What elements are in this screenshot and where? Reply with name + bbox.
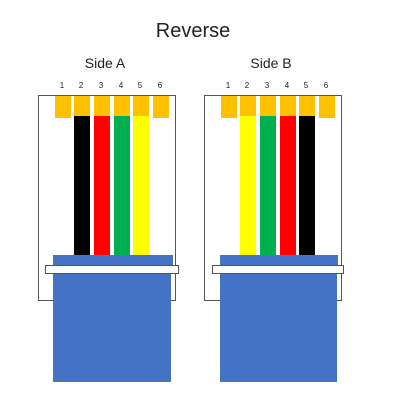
side-a-wire — [94, 116, 110, 257]
side-a-contact-2 — [74, 96, 90, 118]
side-a-wire — [133, 116, 149, 257]
side-b-wire — [260, 116, 276, 257]
side-b-cable-jacket — [220, 274, 337, 382]
side-b-pin-number: 4 — [284, 81, 290, 90]
side-b-contact-3 — [260, 96, 276, 118]
side-b-pin-number: 2 — [244, 81, 250, 90]
side-b-label: Side B — [250, 55, 292, 71]
side-a-pin-number: 4 — [118, 81, 124, 90]
side-b-contact-4 — [280, 96, 296, 118]
side-b-pin-number: 1 — [225, 81, 231, 90]
side-b-crimp-bar — [212, 265, 344, 274]
side-a-contact-5 — [133, 96, 149, 118]
side-a-contact-1 — [55, 96, 71, 118]
diagram-title: Reverse — [155, 20, 231, 42]
side-b-wire — [299, 116, 315, 257]
side-b-cable-jacket-top — [220, 255, 338, 267]
side-b-pin-number: 6 — [323, 81, 329, 90]
side-a-contact-4 — [114, 96, 130, 118]
side-a-cable-jacket — [53, 274, 171, 382]
side-b-wire — [280, 116, 296, 257]
side-b-pin-number: 3 — [264, 81, 270, 90]
side-b-wire — [240, 116, 256, 257]
side-a-pin-number: 1 — [59, 81, 65, 90]
side-b-contact-1 — [221, 96, 237, 118]
side-a-contact-6 — [153, 96, 169, 118]
side-a-pin-number: 5 — [137, 81, 143, 90]
side-b-contact-6 — [319, 96, 335, 118]
side-a-pin-number: 2 — [78, 81, 84, 90]
side-b-contact-5 — [299, 96, 315, 118]
side-a-label: Side A — [84, 55, 126, 71]
side-a-pin-number: 3 — [98, 81, 104, 90]
side-a-crimp-bar — [45, 265, 179, 274]
side-a-cable-jacket-top — [53, 255, 173, 267]
side-a-wire — [114, 116, 130, 257]
side-b-pin-number: 5 — [303, 81, 309, 90]
side-a-contact-3 — [94, 96, 110, 118]
side-b-contact-2 — [240, 96, 256, 118]
side-a-wire — [74, 116, 90, 257]
side-a-pin-number: 6 — [157, 81, 163, 90]
